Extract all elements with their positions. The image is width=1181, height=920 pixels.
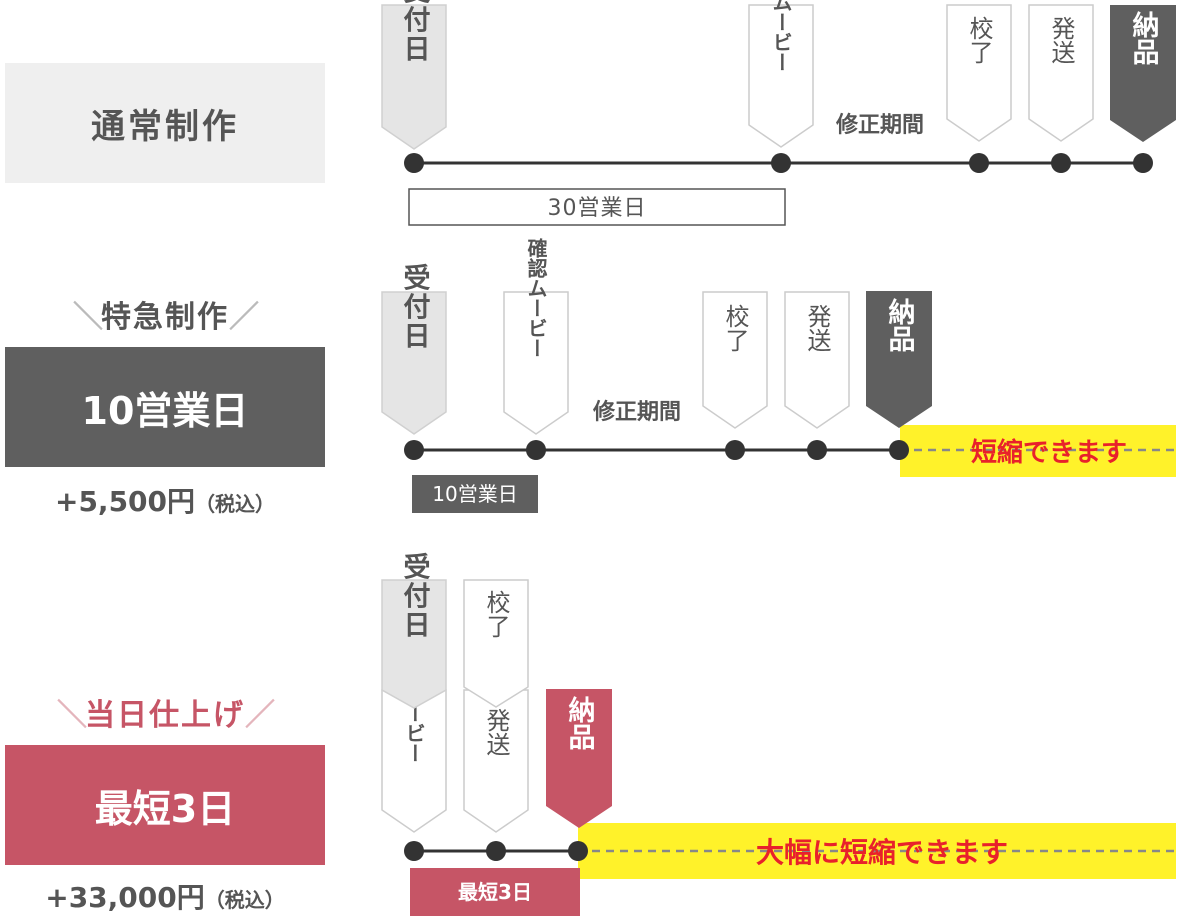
express-price-value: +5,500円 [54,485,196,518]
sameday-delivery-label: 納品 [564,695,596,750]
express-timeline: 短縮できます 受付日 確認ムービー 修正期間 校了 発送 納品 10営業日 [381,237,1176,513]
slash-left-icon: ＼ [73,300,105,335]
sameday-dot-delivery [568,841,588,861]
sameday-dot-receipt [404,841,424,861]
normal-dot-ship [1051,153,1071,173]
sameday-plan-heading: ＼ 当日仕上げ ／ [0,690,330,734]
normal-flag-confirm: 確認ムービー [748,0,814,148]
express-receipt-label: 受付日 [399,262,431,350]
slash-right-icon: ／ [245,698,277,733]
express-price-tax: （税込） [195,492,276,516]
express-ship-label: 発送 [803,304,831,352]
normal-plan-title: 通常制作 [5,63,325,183]
express-duration-tag [412,475,538,513]
sameday-duration-box: 最短3日 [5,745,325,865]
sameday-flag-receipt: 受付日 [381,551,447,709]
normal-dot-delivery [1133,153,1153,173]
sameday-flag-proof: 校了 [463,579,529,708]
express-revision-label: 修正期間 [592,399,681,425]
sameday-timeline: 大幅に短縮できます 確認ムービー 受付日 発送 校了 納品 最短3日 [381,551,1176,916]
express-dot-delivery [889,440,909,460]
normal-flag-proof: 校了 [946,4,1012,142]
express-heading-text: 特急制作 [101,300,229,335]
normal-dot-receipt [404,153,424,173]
normal-dot-confirm [771,153,791,173]
sameday-price-tax: （税込） [204,888,285,912]
sameday-duration-label: 最短3日 [458,880,532,904]
express-duration-label: 10営業日 [432,482,517,506]
normal-dot-proof [969,153,989,173]
sameday-shorten-text: 大幅に短縮できます [756,836,1008,869]
normal-flag-receipt: 受付日 [381,0,447,150]
slash-left-icon: ＼ [57,698,89,733]
normal-duration-label: 30営業日 [548,196,647,221]
express-dot-ship [807,440,827,460]
express-dot-confirm [526,440,546,460]
express-flag-ship: 発送 [784,291,850,429]
normal-timeline: 受付日 確認ムービー 校了 発送 納品 修正期間 30営業日 [381,0,1176,226]
express-confirm-label: 確認ムービー [524,237,548,358]
normal-receipt-label: 受付日 [399,0,431,64]
normal-confirm-label: 確認ムービー [769,0,793,72]
slash-right-icon: ／ [229,300,261,335]
normal-flag-ship: 発送 [1028,4,1094,142]
express-flag-confirm: 確認ムービー [503,237,569,435]
sameday-duration-tag [410,868,580,916]
sameday-receipt-label: 受付日 [399,551,431,639]
normal-delivery-label: 納品 [1128,10,1160,65]
express-price: +5,500円（税込） [0,480,330,520]
express-dot-receipt [404,440,424,460]
normal-ship-label: 発送 [1047,16,1075,64]
express-flag-receipt: 受付日 [381,262,447,435]
normal-revision-label: 修正期間 [835,112,924,138]
normal-duration-box [408,188,786,226]
express-plan-heading: ＼ 特急制作 ／ [0,292,330,336]
express-delivery-label: 納品 [884,297,916,352]
express-flag-proof: 校了 [702,291,768,429]
express-duration-box: 10営業日 [5,347,325,467]
sameday-ship-label: 発送 [482,708,510,756]
normal-proof-label: 校了 [965,16,993,64]
sameday-price: +33,000円（税込） [0,876,330,916]
normal-flag-delivery: 納品 [1110,5,1176,142]
sameday-flag-delivery: 納品 [546,689,612,828]
sameday-proof-label: 校了 [482,590,510,638]
express-proof-label: 校了 [721,304,749,352]
sameday-price-value: +33,000円 [45,881,205,914]
sameday-flag-ship: 発送 [463,689,529,833]
express-flag-delivery: 納品 [866,291,932,428]
sameday-heading-text: 当日仕上げ [85,698,245,733]
express-shorten-text: 短縮できます [971,437,1127,468]
sameday-dot-ship [486,841,506,861]
express-dot-proof [725,440,745,460]
